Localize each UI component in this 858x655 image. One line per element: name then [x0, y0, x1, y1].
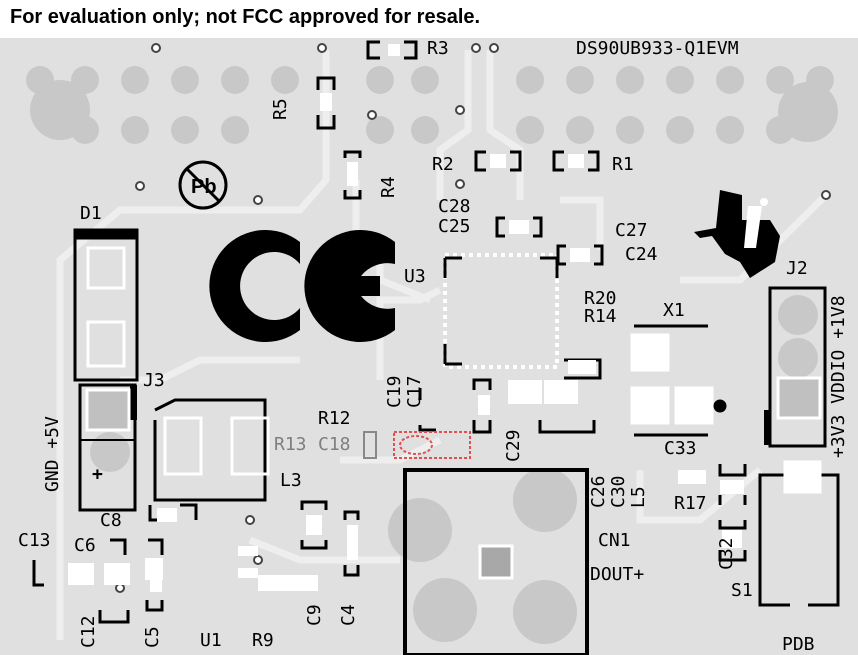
j2-pins-label: +3V3 VDDIO +1V8 [828, 295, 849, 458]
cn1-connector [403, 468, 589, 655]
evaluation-notice: For evaluation only; not FCC approved fo… [10, 6, 481, 28]
lead-free-text: Pb [191, 176, 217, 198]
ref-c17: C17 [404, 375, 425, 408]
smd-pads [68, 44, 744, 592]
ref-dout-plus: DOUT+ [590, 564, 645, 585]
ce-mark-icon [209, 230, 395, 342]
ref-c9: C9 [304, 604, 325, 626]
small-vias [115, 43, 831, 593]
lead-free-icon: Pb [178, 160, 228, 210]
ref-c6: C6 [74, 535, 96, 556]
s1-switch [758, 460, 840, 607]
ref-d1: D1 [80, 203, 102, 224]
ref-r12: R12 [318, 408, 351, 429]
ref-c27: C27 [615, 220, 648, 241]
ref-c28: C28 [438, 196, 471, 217]
ref-c5: C5 [142, 626, 163, 648]
component-outlines [32, 40, 747, 624]
ref-l3: L3 [280, 470, 302, 491]
ref-c26: C26 [588, 475, 609, 508]
ref-r9: R9 [252, 630, 274, 651]
ref-cn1: CN1 [598, 530, 631, 551]
ref-l5: L5 [628, 486, 649, 508]
texas-instruments-logo-icon [694, 190, 780, 278]
ref-c33: C33 [664, 438, 697, 459]
ref-j3: J3 [143, 370, 165, 391]
ref-c32: C32 [716, 537, 737, 570]
power-pins-label: GND +5V [42, 416, 63, 492]
board-traces [56, 50, 829, 640]
ref-u3: U3 [404, 266, 426, 287]
ref-c4: C4 [338, 604, 359, 626]
r13-footprint [363, 431, 377, 459]
ref-c29: C29 [503, 429, 524, 462]
d1-diode [73, 228, 139, 382]
ref-r1: R1 [612, 154, 634, 175]
ref-x1: X1 [663, 300, 685, 321]
j2-connector [764, 286, 827, 448]
u3-ic [443, 253, 559, 369]
ref-c12: C12 [78, 615, 99, 648]
ref-u1: U1 [200, 630, 222, 651]
ref-r20: R20 [584, 288, 617, 309]
ref-c25: C25 [438, 216, 471, 237]
ref-j2: J2 [786, 258, 808, 279]
ref-c18: C18 [318, 434, 351, 455]
highlighted-footprint [393, 431, 471, 459]
ref-c8: C8 [100, 510, 122, 531]
ref-c24: C24 [625, 244, 658, 265]
j3-connector [78, 383, 137, 512]
via-pad-grid [26, 66, 838, 644]
ref-c13: C13 [18, 530, 51, 551]
ref-s1: S1 [731, 580, 753, 601]
x1-crystal [630, 324, 727, 437]
ref-r14: R14 [584, 306, 617, 327]
ref-r13: R13 [274, 434, 307, 455]
plus-marker: + [92, 464, 103, 485]
ref-c19: C19 [384, 375, 405, 408]
ref-r4: R4 [378, 176, 399, 198]
ref-r3: R3 [427, 38, 449, 59]
board-name-label: DS90UB933-Q1EVM [576, 38, 739, 59]
ref-c30: C30 [608, 475, 629, 508]
board-top-margin [0, 0, 858, 38]
ref-r2: R2 [432, 154, 454, 175]
l3-inductor [153, 398, 270, 502]
ref-r5: R5 [270, 98, 291, 120]
ref-pdb: PDB [782, 634, 815, 655]
ref-r17: R17 [674, 493, 707, 514]
